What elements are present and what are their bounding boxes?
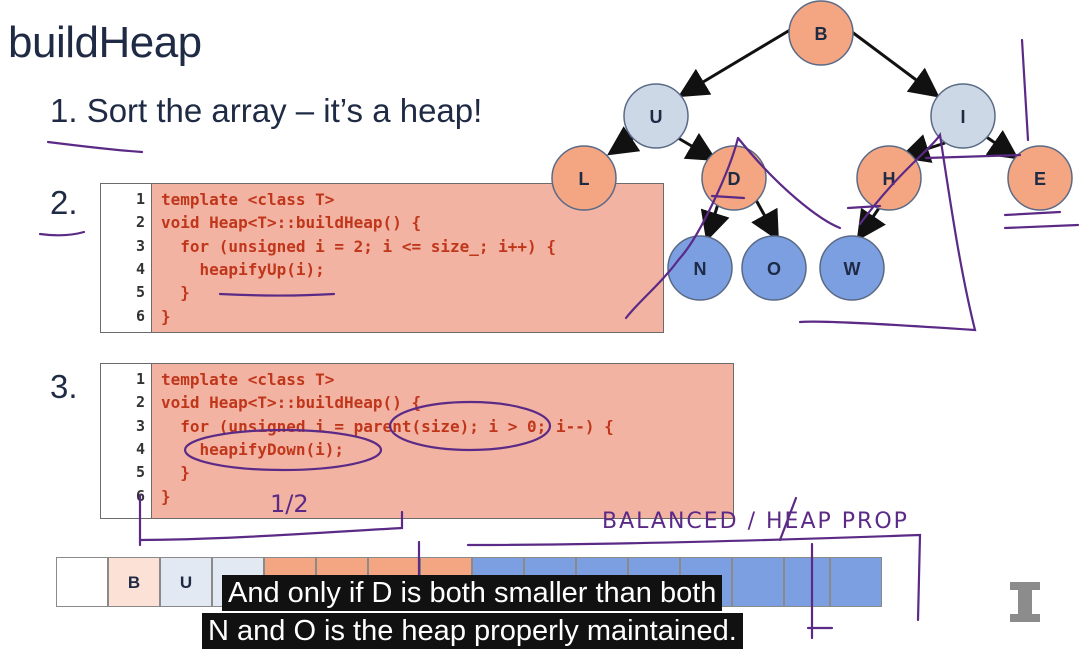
- tree-node-label: E: [1034, 169, 1046, 189]
- slide-title: buildHeap: [8, 18, 202, 67]
- code-text: template <class T>: [161, 370, 335, 389]
- ink-slash: [778, 496, 798, 542]
- array-cell: [56, 557, 108, 607]
- tree-node-H: H: [856, 145, 922, 211]
- code-text: void Heap<T>::buildHeap() {: [161, 213, 422, 233]
- code-text: heapifyDown(i);: [161, 439, 345, 459]
- tree-edge: [751, 199, 779, 242]
- tree-edge: [700, 203, 730, 242]
- subtitle-line-2: N and O is the heap properly maintained.: [202, 613, 743, 649]
- code-text: }: [161, 283, 190, 303]
- circle-parent-size: [388, 400, 552, 452]
- tree-node-label: B: [815, 24, 828, 44]
- line-number: 4: [135, 439, 145, 458]
- circle-heapify-down: [183, 428, 383, 472]
- code-text: void Heap<T>::buildHeap() {: [161, 393, 422, 413]
- line-number: 6: [135, 306, 145, 325]
- tree-node-label: U: [650, 107, 663, 127]
- tree-node-W: W: [819, 235, 885, 301]
- code-block-heapify-up: 1 template <class T> 2 void Heap<T>::build…: [100, 183, 664, 333]
- tree-node-label: H: [883, 169, 896, 189]
- tree-node-label: W: [844, 259, 861, 279]
- line-number: 2: [135, 213, 145, 232]
- code-text: heapifyUp(i);: [161, 259, 325, 279]
- tree-node-label: I: [960, 107, 965, 127]
- tree-node-L: L: [551, 145, 617, 211]
- university-logo-icon: [1010, 582, 1040, 622]
- tree-node-label: D: [728, 169, 741, 189]
- line-number: 2: [135, 393, 145, 412]
- ink-underline-h: [846, 204, 882, 210]
- code-text: }: [161, 306, 171, 326]
- line-number-gutter: [101, 184, 152, 332]
- tree-node-label: L: [579, 169, 590, 189]
- tree-node-label: O: [767, 259, 781, 279]
- ink-stroke: [924, 38, 1030, 160]
- tree-node-E: E: [1007, 145, 1073, 211]
- tree-edge: [607, 126, 641, 156]
- line-number: 3: [135, 236, 145, 255]
- tree-node-O: O: [741, 235, 807, 301]
- line-number: 5: [135, 463, 145, 482]
- tree-node-label: N: [694, 259, 707, 279]
- code-block-heapify-down: 1 template <class T> 2 void Heap<T>::build…: [100, 363, 734, 519]
- array-cell: U: [160, 557, 212, 607]
- line-number: 4: [135, 259, 145, 278]
- underline-step-2: [38, 230, 86, 237]
- array-cell: B: [108, 557, 160, 607]
- step-3-number: 3.: [50, 368, 78, 405]
- code-text: template <class T>: [161, 190, 335, 209]
- subtree-triangle-h: [798, 132, 977, 332]
- tree-edge: [851, 30, 940, 98]
- array-cell: [732, 557, 784, 607]
- line-number: 3: [135, 416, 145, 435]
- subtitle-line-1: And only if D is both smaller than both: [222, 575, 723, 611]
- line-number: 1: [135, 370, 145, 388]
- tree-node-U: U: [623, 83, 689, 149]
- line-number: 5: [135, 283, 145, 302]
- tree-node-D: D: [701, 145, 767, 211]
- code-text: for (unsigned i = 2; i <= size_; i++) {: [161, 236, 556, 256]
- ink-annotations: [38, 38, 1080, 640]
- underline-heapify-up: [218, 292, 336, 297]
- tree-edge: [856, 207, 886, 241]
- array-cell: [784, 557, 830, 607]
- tree-node-N: N: [667, 235, 733, 301]
- array-marker: [806, 542, 834, 640]
- step-2-number: 2.: [50, 184, 78, 221]
- line-number: 1: [135, 190, 145, 208]
- ink-balanced-heap-prop: BALANCED / HEAP PROP: [602, 509, 909, 534]
- subtree-triangle-d: [624, 136, 842, 320]
- tree-edges: [607, 28, 1019, 242]
- underline-step-1: [46, 140, 144, 154]
- code-text: }: [161, 463, 190, 483]
- array-cell: [830, 557, 882, 607]
- tree-edge: [899, 134, 946, 163]
- tree-edge: [984, 130, 1019, 160]
- tree-node-I: I: [930, 83, 996, 149]
- step-1-text: 1. Sort the array – it’s a heap!: [50, 92, 483, 129]
- bracket-annotation: [138, 493, 404, 547]
- code-text: }: [161, 486, 171, 506]
- ink-half: 1/2: [270, 490, 309, 518]
- ink-text: 1/2 BALANCED / HEAP PROP: [270, 490, 909, 534]
- ink-underline-e: [1003, 210, 1080, 230]
- line-number-gutter: [101, 364, 152, 518]
- tree-node-B: B: [788, 0, 854, 66]
- tree-edge: [677, 28, 791, 98]
- tree-edge: [677, 132, 718, 162]
- ink-underline-d: [710, 194, 746, 200]
